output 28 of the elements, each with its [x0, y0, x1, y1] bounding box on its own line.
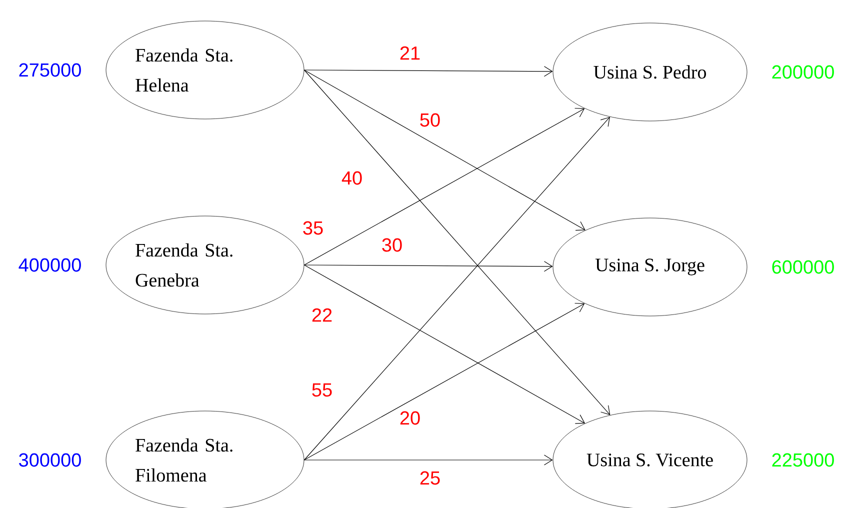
value-label: 300000 — [19, 453, 81, 467]
edge-label: 20 — [400, 411, 420, 425]
ellipse-node: Fazenda Sta. Helena — [106, 20, 304, 120]
edge-label: 25 — [420, 471, 440, 485]
arrow — [304, 66, 553, 77]
edge-label: 50 — [420, 113, 440, 127]
edge-label: 22 — [312, 308, 332, 322]
value-label: 400000 — [18, 258, 81, 272]
edge-label: 40 — [342, 171, 362, 185]
value-label: 275000 — [19, 63, 81, 77]
arrow — [304, 116, 610, 460]
edge-label: 55 — [312, 383, 332, 397]
arrow — [304, 70, 586, 231]
edge-label: 30 — [382, 238, 402, 252]
ellipse-node: Usina S. Jorge — [552, 218, 748, 316]
value-label: 600000 — [772, 260, 834, 274]
ellipse-node: Fazenda Sta. Genebra — [106, 216, 304, 314]
arrow — [304, 264, 586, 424]
edge-label: 21 — [400, 46, 420, 60]
arrow — [304, 261, 553, 272]
arrow — [304, 302, 585, 460]
arrow — [304, 108, 585, 266]
arrow — [304, 454, 553, 466]
edge-label: 35 — [303, 221, 323, 235]
arrow — [304, 70, 610, 416]
ellipse-node: Usina S. Pedro — [552, 22, 748, 122]
value-label: 200000 — [772, 65, 834, 79]
value-label: 225000 — [772, 453, 834, 467]
